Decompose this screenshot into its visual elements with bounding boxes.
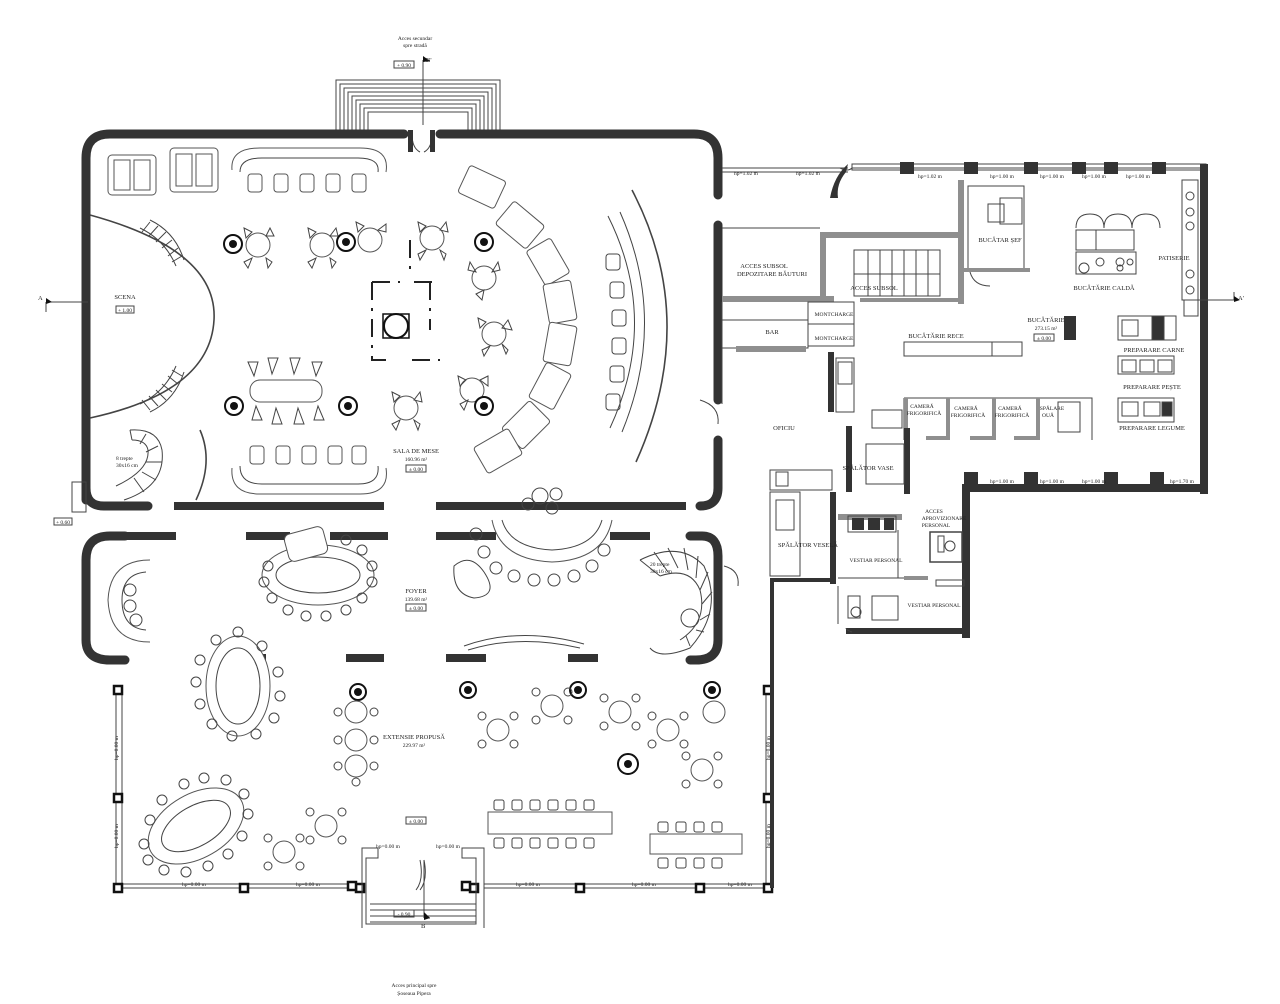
parapet-top-6: hp=1.00 m [1082,174,1107,180]
kitchen-block: hp=1.02 m hp=1.02 m hp=1.02 m hp=1.00 m … [721,162,1244,888]
secondary-entrance: Acces secundar spre stradă + 0.90 B' [335,36,501,130]
cold-room-3-label-b: FRIGORIFICĂ [995,411,1030,419]
bar-label: BAR [765,329,779,336]
hot-kitchen-label: BUCĂTĂRIE CALDĂ [1073,284,1135,292]
stage: SCENA + 1.00 A 8 trepte 30x16 cm [38,214,215,501]
parapet-entry-left: hp=0.00 m [376,844,401,850]
section-marker-b-prime: B' [426,57,432,64]
parapet-entry-right: hp=0.00 m [436,844,461,850]
basement-access-label: ACCES SUBSOL [850,285,898,292]
section-marker-a-prime: A' [1238,295,1244,302]
kitchen-level: ± 0.00 [1037,336,1051,342]
side-entry-level: + 0.60 [56,520,70,526]
terrace-level: ± 0.00 [409,819,423,825]
montcharge-2-label: MONTCHARGE [815,336,854,342]
supply-access-label-2: APROVIZIONARE [922,516,967,522]
cold-room-3-label-a: CAMERĂ [998,404,1022,412]
egg-washing-label-b: OUĂ [1042,411,1054,419]
parapet-bot-1: hp=1.00 m [990,479,1015,485]
extension-label: EXTENSIE PROPUSĂ [383,733,445,741]
dining-hall-level: ± 0.00 [409,467,423,473]
plant-icons [223,232,494,416]
montcharge-1-label: MONTCHARGE [815,312,854,318]
locker-room-2-label: VESTIAR PERSONAL [907,603,961,609]
right-stairs-label-2: 30x16 cm [650,569,673,575]
foyer: FOYER 139.68 m² ± 0.00 20 trepte 30x16 c… [53,399,739,655]
parapet-top-2: hp=1.02 m [796,171,821,177]
cold-room-1-label-a: CAMERĂ [910,402,934,410]
kitchen-label: BUCĂTĂRIE [1027,316,1064,324]
locker-room-1-label: VESTIAR PERSONAL [849,558,903,564]
bottom-entry-level: - 0.90 [398,912,411,918]
left-stairs-label-2: 30x16 cm [116,463,139,469]
oficiu-label: OFICIU [773,425,795,432]
tableware-wash-label: SPĂLĂTOR VESELĂ [778,541,838,549]
cold-kitchen-label: BUCĂTĂRIE RECE [908,332,963,340]
section-marker-a: A [38,295,43,302]
cold-room-2-label-a: CAMERĂ [954,404,978,412]
parapet-ext-b2: hp=0.00 m [296,882,321,888]
parapet-top-7: hp=1.00 m [1126,174,1151,180]
parapet-ext-left-low: hp=0.00 m [114,823,120,848]
parapet-ext-right: hp=0.00 m [766,735,772,760]
basement-storage-label-2: DEPOZITARE BĂUTURI [737,270,807,278]
dining-hall-label: SALA DE MESE [393,448,439,455]
parapet-bot-3: hp=1.00 m [1082,479,1107,485]
dining-hall: SALA DE MESE 160.96 m² ± 0.00 [107,147,668,495]
stage-label: SCENA [114,294,136,301]
parapet-top-5: hp=1.00 m [1040,174,1065,180]
supply-access-label-3: PERSONAL [922,523,951,529]
parapet-bot-2: hp=1.00 m [1040,479,1065,485]
extension-area: 229.97 m² [403,743,426,749]
kitchen-area: 273.15 m² [1035,326,1058,332]
pastry-label: PATISERIE [1158,255,1189,262]
main-walls [81,129,723,665]
foyer-area: 139.68 m² [405,597,428,603]
parapet-ext-right-low: hp=0.00 m [766,823,772,848]
right-stairs-label-1: 20 trepte [650,562,670,568]
parapet-ext-b1: hp=0.00 m [182,882,207,888]
parapet-top-4: hp=1.00 m [990,174,1015,180]
foyer-label: FOYER [405,588,427,595]
section-marker-b: B [421,923,426,930]
vegetable-prep-label: PREPARARE LEGUME [1119,425,1185,432]
main-access-label-2: Șoseaua Pipera [397,991,431,997]
parapet-top-1: hp=1.02 m [734,171,759,177]
parapet-bot-4: hp=1.70 m [1170,479,1195,485]
parapet-ext-b4: hp=0.00 m [632,882,657,888]
supply-access-label-1: ACCES [925,509,943,515]
secondary-access-label-1: Acces secundar [398,36,433,42]
stage-level: + 1.00 [118,308,132,314]
parapet-top-3: hp=1.02 m [918,174,943,180]
cold-room-1-label-b: FRIGORIFICĂ [907,409,942,417]
foyer-level: ± 0.00 [409,606,423,612]
fish-prep-label: PREPARARE PEȘTE [1123,384,1181,391]
dining-hall-area: 160.96 m² [405,457,428,463]
meat-prep-label: PREPARARE CARNE [1124,347,1185,354]
parapet-ext-b3: hp=0.00 m [516,882,541,888]
cold-room-2-label-b: FRIGORIFICĂ [951,411,986,419]
parapet-ext-b5: hp=0.00 m [728,882,753,888]
main-access-label-1: Acces principal spre [392,983,437,989]
egg-washing-label-a: SPĂLARE [1040,404,1065,412]
top-entry-level: + 0.90 [397,63,411,69]
proposed-extension: EXTENSIE PROPUSĂ 229.97 m² ± 0.00 hp=0.0… [112,626,774,997]
head-chef-label: BUCĂTAR ȘEF [978,236,1022,244]
left-stairs-label-1: 8 trepte [116,456,133,462]
basement-storage-label-1: ACCES SUBSOL [740,263,788,270]
dishwasher-label: SPĂLĂTOR VASE [842,464,893,472]
secondary-access-label-2: spre stradă [403,43,427,49]
parapet-ext-left: hp=0.00 m [114,735,120,760]
